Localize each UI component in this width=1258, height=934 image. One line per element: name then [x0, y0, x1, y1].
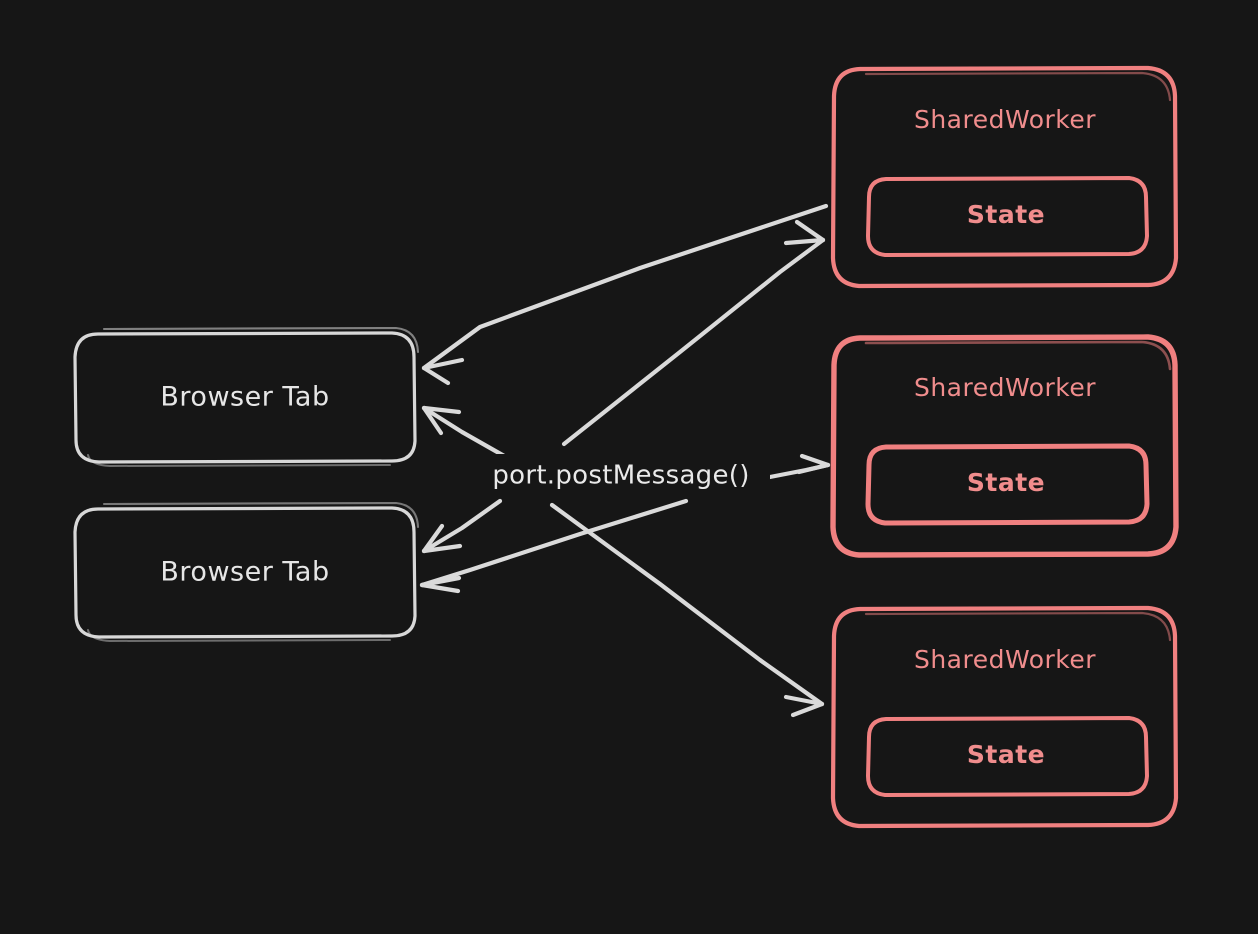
- arrow-hub-to-worker2: [767, 453, 831, 480]
- shared-worker-3-state-box[interactable]: State: [866, 716, 1149, 797]
- shared-worker-2-state-box[interactable]: State: [865, 443, 1150, 526]
- browser-tab-1[interactable]: Browser Tab: [73, 326, 420, 467]
- arrow-hub-to-worker1-a: [561, 219, 826, 447]
- shared-worker-2-label: SharedWorker: [914, 373, 1096, 402]
- shared-worker-3-state-label: State: [967, 740, 1045, 769]
- shared-worker-1[interactable]: SharedWorker State: [830, 65, 1179, 289]
- shared-worker-2[interactable]: SharedWorker State: [830, 334, 1179, 558]
- arrow-worker1-to-tab1: [421, 203, 829, 386]
- shared-worker-2-state-label: State: [967, 468, 1045, 497]
- browser-tab-1-label: Browser Tab: [160, 382, 329, 413]
- arrow-worker3-to-tab2: [419, 498, 689, 594]
- arrow-hub-to-tab1: [421, 405, 509, 460]
- arrow-hub-to-tab2: [421, 498, 503, 554]
- arrow-layer: [419, 203, 831, 718]
- browser-tab-2[interactable]: Browser Tab: [73, 501, 420, 642]
- arrow-hub-to-worker3: [549, 502, 825, 718]
- shared-worker-1-state-box[interactable]: State: [866, 176, 1149, 257]
- edge-label-port-postmessage: port.postMessage(): [472, 454, 770, 496]
- shared-worker-3[interactable]: SharedWorker State: [830, 605, 1179, 829]
- browser-tab-2-label: Browser Tab: [160, 557, 329, 588]
- shared-worker-3-label: SharedWorker: [914, 645, 1096, 674]
- shared-worker-1-state-label: State: [967, 200, 1045, 229]
- shared-worker-1-label: SharedWorker: [914, 105, 1096, 134]
